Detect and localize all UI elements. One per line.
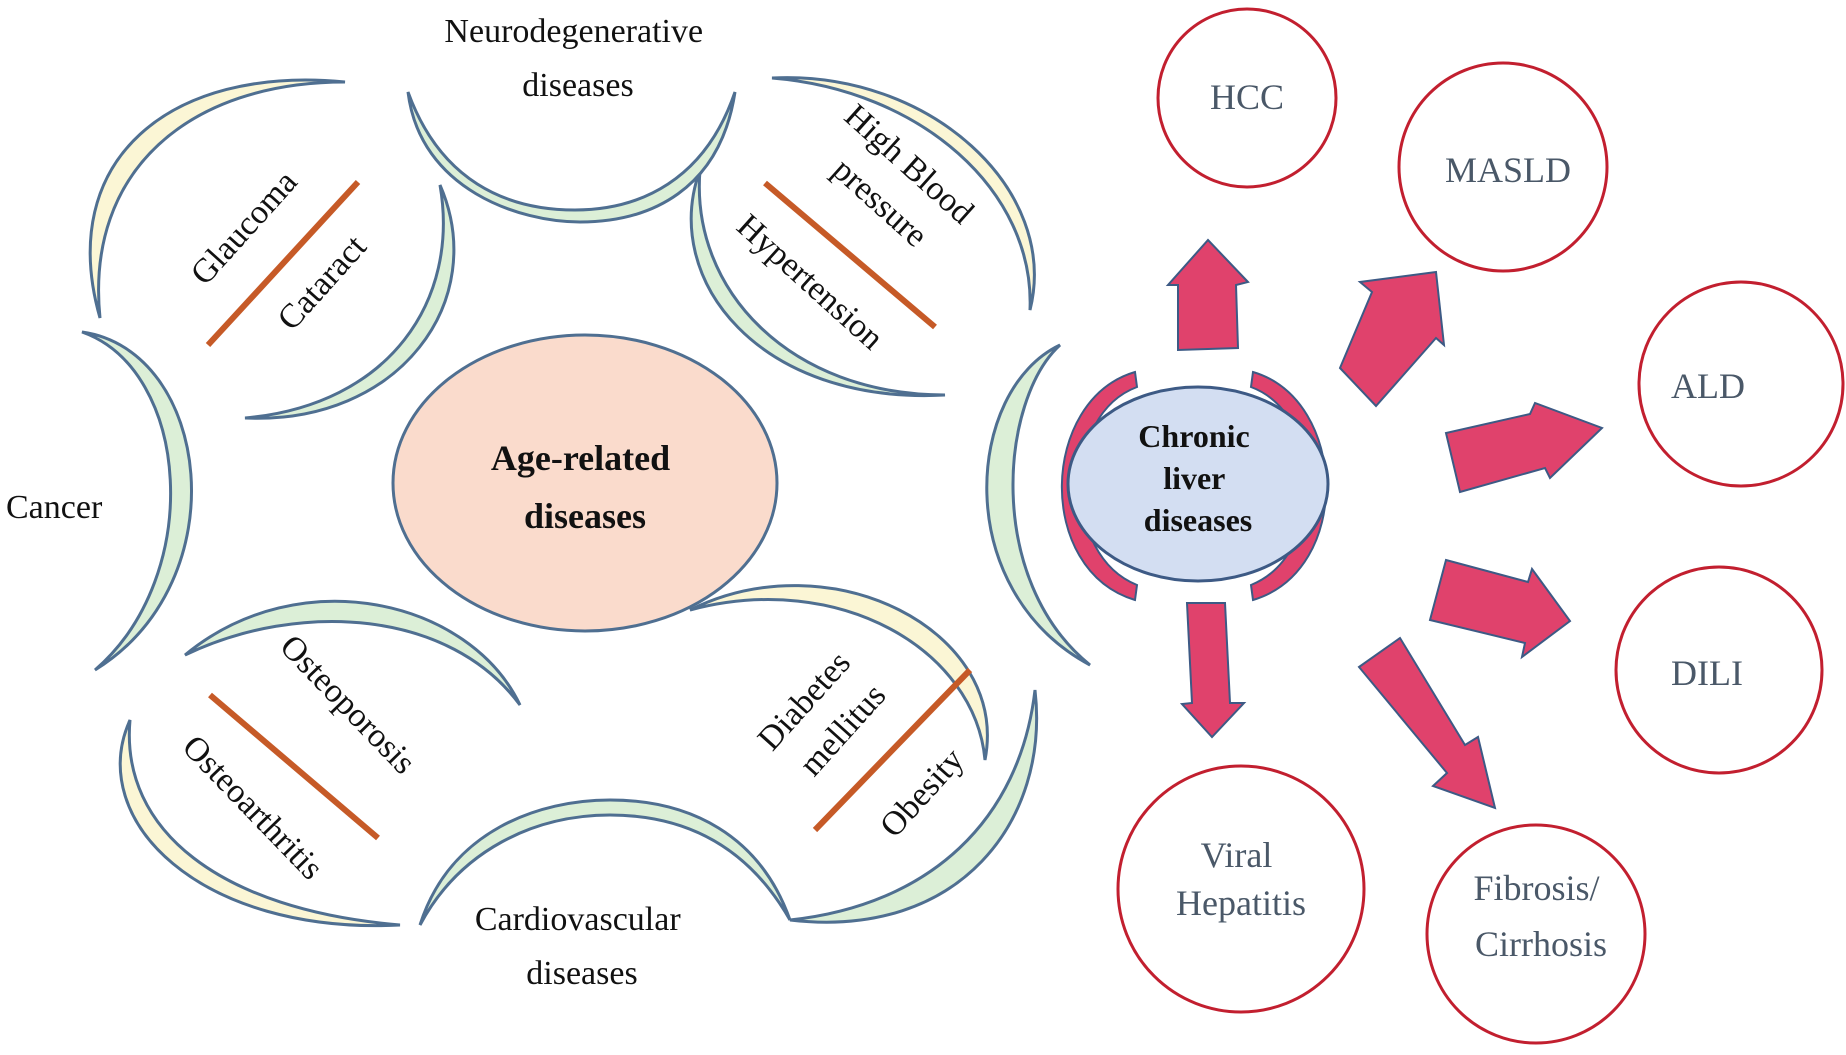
outcome-ald-circle <box>1637 280 1845 488</box>
petal-arc-bp-inner <box>689 169 946 398</box>
divider-bp <box>763 180 937 330</box>
petal-bone-labels: Osteoporosis Osteoarthritis <box>175 628 423 887</box>
age-related-center <box>391 333 779 633</box>
petal-arc-neuro <box>406 91 737 224</box>
chronic-liver-label: Chronic liver diseases <box>1138 418 1257 538</box>
arrow-to-fibrosis <box>1357 636 1497 810</box>
petal-arc-bp-outer <box>771 76 1036 311</box>
arrow-to-viral <box>1179 602 1247 739</box>
hcc-label: HCC <box>1210 77 1284 117</box>
glaucoma-label: Glaucoma <box>184 164 305 293</box>
petal-metabolic-labels: Diabetes mellitus Obesity <box>751 645 972 845</box>
age-related-diagram: Age-related diseases Neurodegenerative d… <box>6 13 1091 992</box>
petal-arc-bone-outer <box>118 719 401 928</box>
petal-arc-right <box>985 343 1091 667</box>
neurodegenerative-label: Neurodegenerative diseases <box>444 13 711 104</box>
outcome-hcc-circle <box>1156 7 1338 189</box>
masld-label: MASLD <box>1445 150 1571 190</box>
chronic-liver-diagram: Chronic liver diseases <box>1060 7 1845 1045</box>
outcome-masld-circle <box>1397 61 1609 273</box>
osteoporosis-label: Osteoporosis <box>273 628 423 781</box>
outcome-fibrosis-circle <box>1425 823 1647 1045</box>
ald-label: ALD <box>1671 366 1745 406</box>
petal-arc-cancer <box>81 330 194 672</box>
fibrosis-label: Fibrosis/ Cirrhosis <box>1473 868 1608 964</box>
cancer-label: Cancer <box>6 489 103 526</box>
petal-arc-cardio <box>418 798 792 926</box>
high-blood-pressure-label: High Blood pressure <box>805 97 987 273</box>
divider-bone <box>208 692 380 841</box>
petal-arc-bone-inner <box>184 599 522 706</box>
divider-eye <box>205 179 361 348</box>
arrow-to-dili <box>1428 558 1572 660</box>
liver-outcomes <box>1116 7 1845 1045</box>
petal-arc-eye-inner <box>244 184 456 420</box>
arrow-to-hcc <box>1165 238 1250 352</box>
petal-arc-eye-outer <box>88 78 346 319</box>
divider-metabolic <box>812 667 973 833</box>
viral-hepatitis-label: Viral Hepatitis <box>1176 835 1306 923</box>
petal-dividers <box>205 179 973 841</box>
age-related-center-label: Age-related diseases <box>491 438 679 536</box>
arrow-to-ald <box>1444 401 1604 494</box>
dili-label: DILI <box>1671 653 1743 693</box>
liver-arrows <box>1165 238 1604 810</box>
cardiovascular-label: Cardiovascular diseases <box>475 901 689 992</box>
arrow-to-masld <box>1338 270 1446 408</box>
outcome-viral-circle <box>1116 764 1366 1014</box>
petal-arcs <box>81 76 1091 928</box>
petal-eye-labels: Glaucoma Cataract <box>184 164 375 338</box>
cataract-label: Cataract <box>271 228 375 337</box>
petal-arc-metabolic-inner <box>789 689 1039 924</box>
chronic-liver-center <box>1066 385 1330 583</box>
petal-arc-metabolic-outer <box>689 584 989 761</box>
outcome-dili-circle <box>1614 565 1824 775</box>
